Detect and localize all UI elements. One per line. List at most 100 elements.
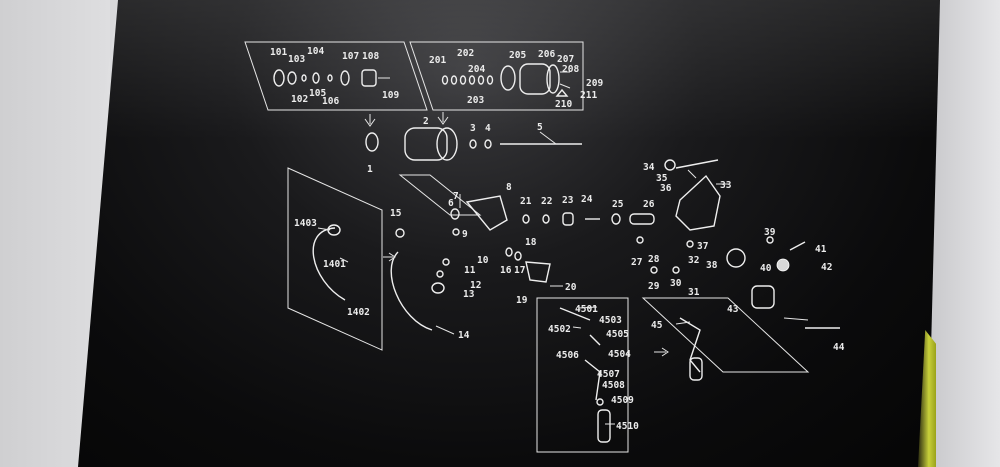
part-3-drawing bbox=[469, 139, 477, 149]
inset-6-8 bbox=[398, 174, 482, 216]
part-21-drawing bbox=[522, 214, 530, 224]
label-107: 107 bbox=[342, 51, 359, 62]
part-40-drawing bbox=[776, 258, 790, 272]
label-102: 102 bbox=[291, 94, 308, 105]
label-31: 31 bbox=[688, 287, 700, 298]
part-205-drawing bbox=[500, 65, 516, 91]
label-209: 209 bbox=[586, 78, 603, 89]
part-labels: 101 103 104 107 108 102 105 106 109 201 … bbox=[270, 46, 845, 432]
part-106-drawing bbox=[327, 74, 333, 82]
label-204: 204 bbox=[468, 64, 485, 75]
label-40: 40 bbox=[760, 263, 772, 274]
arrow-down-left bbox=[364, 114, 376, 127]
part-15-drawing bbox=[395, 228, 405, 238]
label-2: 2 bbox=[423, 116, 429, 127]
part-33-drawing bbox=[675, 174, 721, 231]
part-207-drawing bbox=[519, 63, 551, 95]
label-4509: 4509 bbox=[611, 395, 634, 406]
label-36: 36 bbox=[660, 183, 672, 194]
label-27: 27 bbox=[631, 257, 642, 268]
label-45: 45 bbox=[651, 320, 663, 331]
part-102-drawing bbox=[301, 74, 307, 82]
label-4504: 4504 bbox=[608, 349, 631, 360]
label-35: 35 bbox=[656, 173, 668, 184]
label-203: 203 bbox=[467, 95, 484, 106]
label-201: 201 bbox=[429, 55, 446, 66]
label-4508: 4508 bbox=[602, 380, 625, 391]
label-19: 19 bbox=[516, 295, 528, 306]
label-29: 29 bbox=[648, 281, 660, 292]
label-1: 1 bbox=[367, 164, 373, 175]
label-20: 20 bbox=[565, 282, 577, 293]
part-16-drawing bbox=[505, 247, 513, 257]
black-box-panel bbox=[78, 0, 940, 467]
part-101-drawing bbox=[273, 69, 285, 87]
part-20-drawing bbox=[525, 261, 551, 283]
label-1401: 1401 bbox=[323, 259, 346, 270]
label-4510: 4510 bbox=[616, 421, 639, 432]
label-28: 28 bbox=[648, 254, 660, 265]
label-4505: 4505 bbox=[606, 329, 629, 340]
label-8: 8 bbox=[506, 182, 512, 193]
part-30-drawing bbox=[672, 266, 680, 274]
label-9: 9 bbox=[462, 229, 468, 240]
part-34-drawing bbox=[664, 159, 676, 171]
label-5: 5 bbox=[537, 122, 543, 133]
part-1-drawing bbox=[365, 132, 379, 152]
arrow-right-45 bbox=[654, 347, 669, 357]
part-28-drawing bbox=[650, 266, 658, 274]
part-4501-drawing bbox=[559, 307, 591, 321]
label-38: 38 bbox=[706, 260, 718, 271]
part-103-drawing bbox=[287, 71, 297, 85]
part-14-drawing bbox=[390, 251, 433, 331]
part-38-drawing bbox=[726, 248, 746, 268]
part-4510-drawing bbox=[597, 409, 611, 443]
part-201-drawing bbox=[441, 75, 449, 85]
label-1403: 1403 bbox=[294, 218, 317, 229]
label-205: 205 bbox=[509, 50, 526, 61]
label-21: 21 bbox=[520, 196, 532, 207]
label-25: 25 bbox=[612, 199, 624, 210]
part-39-drawing bbox=[766, 236, 774, 244]
label-17: 17 bbox=[514, 265, 525, 276]
label-22: 22 bbox=[541, 196, 552, 207]
label-1402: 1402 bbox=[347, 307, 370, 318]
label-39: 39 bbox=[764, 227, 776, 238]
part-41-drawing bbox=[789, 241, 806, 251]
part-11-drawing bbox=[442, 258, 450, 266]
label-202: 202 bbox=[457, 48, 474, 59]
part-17-drawing bbox=[514, 251, 522, 261]
label-33: 33 bbox=[720, 180, 732, 191]
part-107-drawing bbox=[340, 70, 350, 86]
label-106: 106 bbox=[322, 96, 339, 107]
label-32: 32 bbox=[688, 255, 699, 266]
label-210: 210 bbox=[555, 99, 572, 110]
inset-1401-1403 bbox=[287, 167, 383, 351]
part-13-drawing bbox=[431, 282, 445, 294]
part-108-drawing bbox=[361, 69, 377, 87]
label-16: 16 bbox=[500, 265, 512, 276]
part-4506-drawing bbox=[584, 359, 601, 401]
label-26: 26 bbox=[643, 199, 655, 210]
inset-4501-4510 bbox=[536, 297, 629, 453]
label-37: 37 bbox=[697, 241, 708, 252]
label-103: 103 bbox=[288, 54, 305, 65]
part-6-drawing bbox=[450, 208, 460, 220]
label-206: 206 bbox=[538, 49, 555, 60]
part-25-drawing bbox=[611, 213, 621, 225]
part-27-drawing bbox=[636, 236, 644, 244]
part-22-drawing bbox=[542, 214, 550, 224]
label-18: 18 bbox=[525, 237, 537, 248]
inset-45-43 bbox=[641, 297, 810, 373]
label-15: 15 bbox=[390, 208, 402, 219]
label-4507: 4507 bbox=[597, 369, 620, 380]
label-4502: 4502 bbox=[548, 324, 571, 335]
part-12-drawing bbox=[436, 270, 444, 278]
label-30: 30 bbox=[670, 278, 682, 289]
label-4501: 4501 bbox=[575, 304, 598, 315]
parts-drawings bbox=[273, 63, 840, 443]
label-6: 6 bbox=[448, 198, 454, 209]
part-2-drawing bbox=[404, 127, 448, 161]
